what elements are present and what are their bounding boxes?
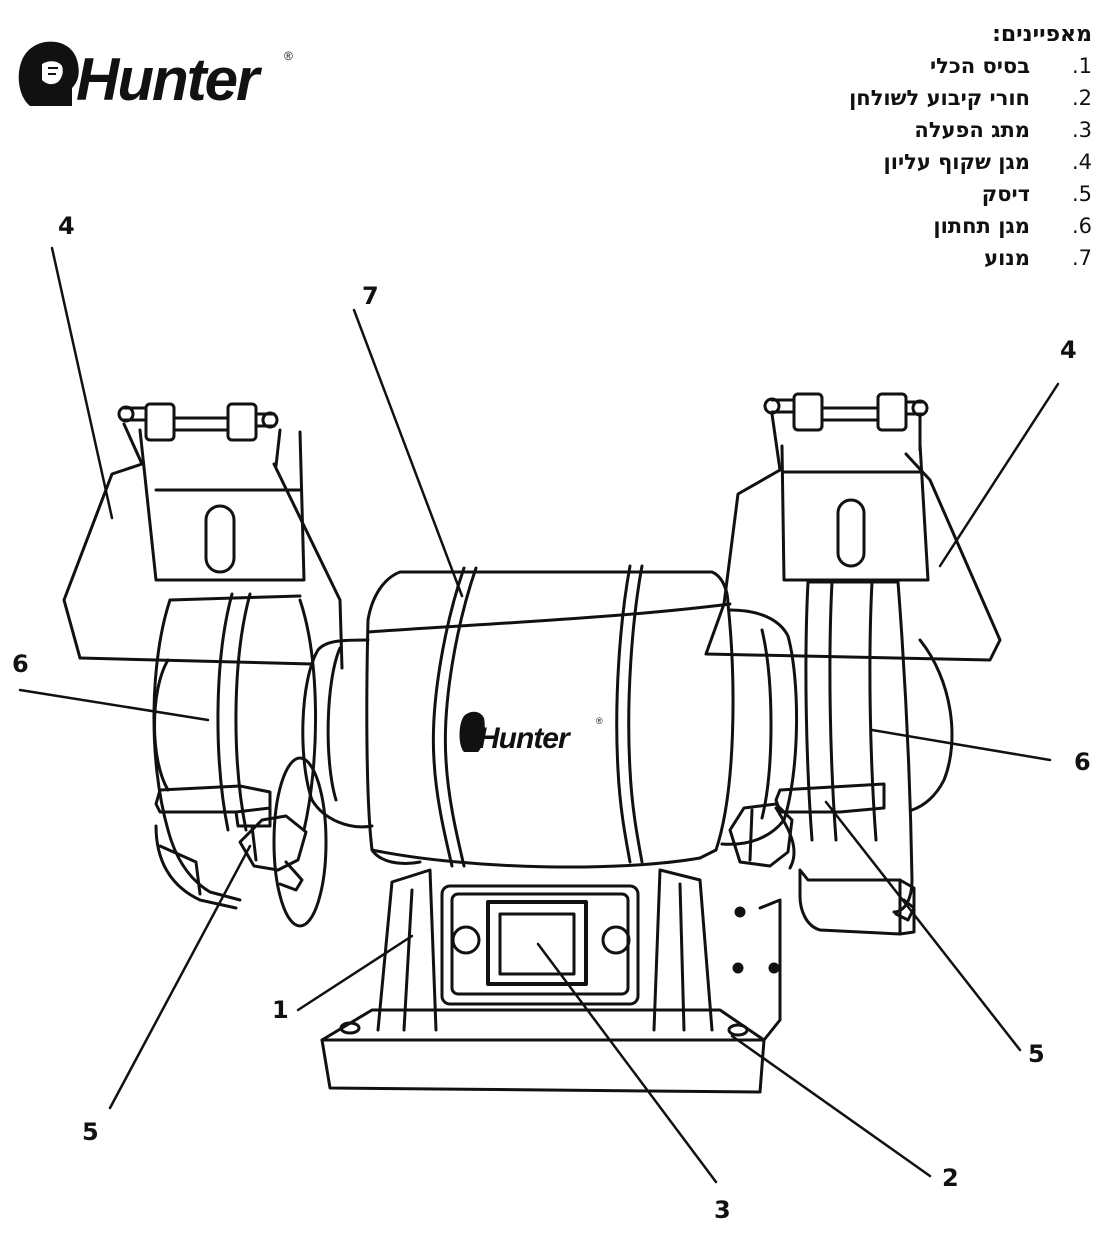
legend-item-number: 2. <box>1071 86 1092 110</box>
callout-number: 5 <box>82 1118 99 1146</box>
legend-title: מאפיינים: <box>992 22 1092 47</box>
legend-item: 2. חורי קיבוע לשולחן <box>849 82 1092 114</box>
mount-hole <box>339 1021 361 1035</box>
parts-legend: מאפיינים: 1. בסיס הכלי 2. חורי קיבוע לשו… <box>849 20 1092 274</box>
legend-item-number: 6. <box>1071 214 1092 238</box>
switch-panel <box>440 884 640 1006</box>
right-wheel-assembly <box>704 392 1002 936</box>
callout-number: 5 <box>1028 1040 1045 1068</box>
callout-number: 6 <box>12 650 29 678</box>
hunter-wordmark: Hunter <box>76 46 263 113</box>
legend-item: 1. בסיס הכלי <box>849 50 1092 82</box>
callout-number: 3 <box>714 1196 731 1224</box>
legend-item-label: מנוע <box>984 246 1030 270</box>
legend-item-number: 4. <box>1071 150 1092 174</box>
power-switch <box>486 900 588 986</box>
callout-number: 2 <box>942 1164 959 1192</box>
legend-item: 7. מנוע <box>849 242 1092 274</box>
motor-brand-label: Hunter ® <box>459 711 603 755</box>
legend-item-number: 7. <box>1071 246 1092 270</box>
callout-number: 7 <box>362 282 379 310</box>
svg-text:®: ® <box>284 49 293 63</box>
svg-text:®: ® <box>596 716 603 726</box>
legend-list: 1. בסיס הכלי 2. חורי קיבוע לשולחן 3. מתג… <box>849 50 1092 274</box>
legend-item-number: 1. <box>1071 54 1092 78</box>
callout-number: 4 <box>58 212 75 240</box>
hunter-logo: Hunter ® <box>18 41 293 113</box>
legend-item-label: חורי קיבוע לשולחן <box>849 86 1030 110</box>
legend-item-label: דיסק <box>981 182 1030 206</box>
legend-item: 3. מתג הפעלה <box>849 114 1092 146</box>
legend-item-label: מגן שקוף עליון <box>883 150 1030 174</box>
svg-text:Hunter: Hunter <box>478 722 572 755</box>
tool-base <box>320 868 782 1094</box>
callout-numbers: 4 7 4 6 6 1 5 5 2 3 <box>12 212 1091 1224</box>
callout-number: 4 <box>1060 336 1077 364</box>
mount-hole <box>727 1023 749 1037</box>
callout-number: 6 <box>1074 748 1091 776</box>
callout-number: 1 <box>272 996 289 1024</box>
legend-item: 6. מגן תחתון <box>849 210 1092 242</box>
legend-item: 4. מגן שקוף עליון <box>849 146 1092 178</box>
disc-left <box>272 756 328 928</box>
callout-leaders <box>18 246 1060 1184</box>
lower-guard-right <box>804 580 814 842</box>
motor-housing <box>301 564 799 869</box>
legend-item-label: בסיס הכלי <box>929 54 1030 78</box>
lower-guard-left <box>152 598 242 902</box>
legend-item-label: מתג הפעלה <box>914 118 1030 142</box>
legend-item-label: מגן תחתון <box>933 214 1030 238</box>
legend-item: 5. דיסק <box>849 178 1092 210</box>
left-wheel-assembly <box>62 402 344 928</box>
hunter-head-icon <box>18 41 79 106</box>
legend-item-number: 3. <box>1071 118 1092 142</box>
legend-item-number: 5. <box>1071 182 1092 206</box>
